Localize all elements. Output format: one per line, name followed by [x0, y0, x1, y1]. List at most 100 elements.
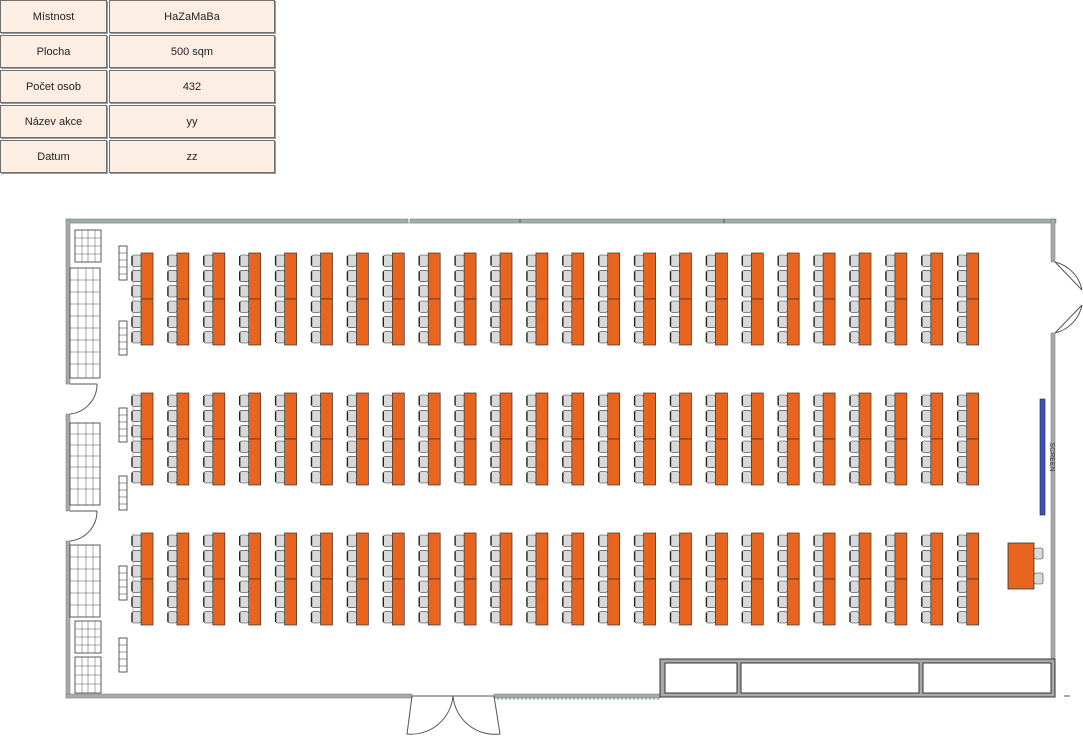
chair[interactable]	[382, 580, 393, 593]
chair[interactable]	[418, 285, 429, 298]
chair[interactable]	[885, 270, 896, 282]
door-left-upper[interactable]	[69, 383, 98, 415]
chair[interactable]	[849, 394, 860, 407]
chair[interactable]	[418, 316, 429, 328]
chair[interactable]	[777, 580, 788, 593]
chair[interactable]	[454, 394, 465, 407]
chair[interactable]	[418, 440, 429, 453]
chair[interactable]	[418, 270, 429, 282]
chair[interactable]	[131, 331, 142, 344]
chair[interactable]	[634, 394, 644, 407]
chair[interactable]	[634, 410, 644, 422]
chair[interactable]	[239, 440, 249, 453]
chair[interactable]	[849, 270, 860, 282]
chair[interactable]	[562, 425, 573, 438]
chair[interactable]	[275, 300, 285, 313]
chair[interactable]	[239, 534, 249, 547]
chair[interactable]	[634, 596, 644, 608]
chair[interactable]	[239, 331, 249, 344]
chair[interactable]	[670, 580, 680, 593]
chair[interactable]	[203, 471, 214, 484]
chair[interactable]	[777, 440, 788, 453]
chair[interactable]	[921, 596, 932, 608]
chair[interactable]	[562, 331, 573, 344]
chair[interactable]	[203, 550, 214, 562]
chair[interactable]	[849, 471, 860, 484]
chair[interactable]	[598, 285, 609, 298]
chair[interactable]	[777, 550, 788, 562]
chair[interactable]	[813, 456, 824, 468]
chair[interactable]	[418, 394, 429, 407]
chair[interactable]	[670, 270, 680, 282]
chair[interactable]	[239, 316, 249, 328]
door-right-double[interactable]	[1054, 261, 1083, 334]
chair[interactable]	[382, 440, 393, 453]
chair[interactable]	[490, 456, 501, 468]
chair[interactable]	[634, 300, 644, 313]
chair[interactable]	[490, 580, 501, 593]
chair[interactable]	[203, 254, 214, 267]
chair[interactable]	[418, 565, 429, 578]
chair[interactable]	[167, 596, 178, 608]
chair[interactable]	[813, 254, 824, 267]
chair[interactable]	[706, 285, 716, 298]
chair[interactable]	[741, 456, 752, 468]
chair[interactable]	[634, 331, 644, 344]
chair[interactable]	[526, 254, 537, 267]
chair[interactable]	[562, 410, 573, 422]
chair[interactable]	[670, 456, 680, 468]
chair[interactable]	[706, 300, 716, 313]
chair[interactable]	[131, 565, 142, 578]
chair[interactable]	[777, 565, 788, 578]
chair[interactable]	[311, 471, 321, 484]
chair[interactable]	[490, 331, 501, 344]
chair[interactable]	[454, 611, 465, 624]
chair[interactable]	[490, 565, 501, 578]
chair[interactable]	[382, 300, 393, 313]
chair[interactable]	[598, 611, 609, 624]
chair[interactable]	[598, 300, 609, 313]
chair[interactable]	[813, 300, 824, 313]
chair[interactable]	[598, 254, 609, 267]
chair[interactable]	[347, 611, 357, 624]
chair[interactable]	[813, 331, 824, 344]
chair[interactable]	[670, 285, 680, 298]
chair[interactable]	[562, 456, 573, 468]
chair[interactable]	[311, 456, 321, 468]
chair[interactable]	[921, 316, 932, 328]
chair[interactable]	[203, 394, 214, 407]
chair[interactable]	[813, 550, 824, 562]
chair[interactable]	[454, 534, 465, 547]
chair[interactable]	[275, 611, 285, 624]
chair[interactable]	[741, 425, 752, 438]
chair[interactable]	[490, 425, 501, 438]
chair[interactable]	[706, 471, 716, 484]
chair[interactable]	[131, 300, 142, 313]
chair[interactable]	[131, 285, 142, 298]
chair[interactable]	[382, 534, 393, 547]
chair[interactable]	[957, 425, 968, 438]
chair[interactable]	[849, 550, 860, 562]
chair[interactable]	[706, 534, 716, 547]
chair[interactable]	[239, 425, 249, 438]
chair[interactable]	[454, 456, 465, 468]
chair[interactable]	[562, 316, 573, 328]
chair[interactable]	[849, 410, 860, 422]
chair[interactable]	[562, 394, 573, 407]
chair[interactable]	[706, 580, 716, 593]
chair[interactable]	[741, 410, 752, 422]
chair[interactable]	[454, 550, 465, 562]
chair[interactable]	[526, 410, 537, 422]
chair[interactable]	[311, 331, 321, 344]
chair[interactable]	[454, 254, 465, 267]
chair[interactable]	[382, 270, 393, 282]
chair[interactable]	[706, 550, 716, 562]
chair[interactable]	[777, 285, 788, 298]
chair[interactable]	[562, 440, 573, 453]
chair[interactable]	[885, 565, 896, 578]
chair[interactable]	[131, 254, 142, 267]
chair[interactable]	[239, 285, 249, 298]
chair[interactable]	[813, 285, 824, 298]
chair[interactable]	[741, 471, 752, 484]
chair[interactable]	[490, 300, 501, 313]
